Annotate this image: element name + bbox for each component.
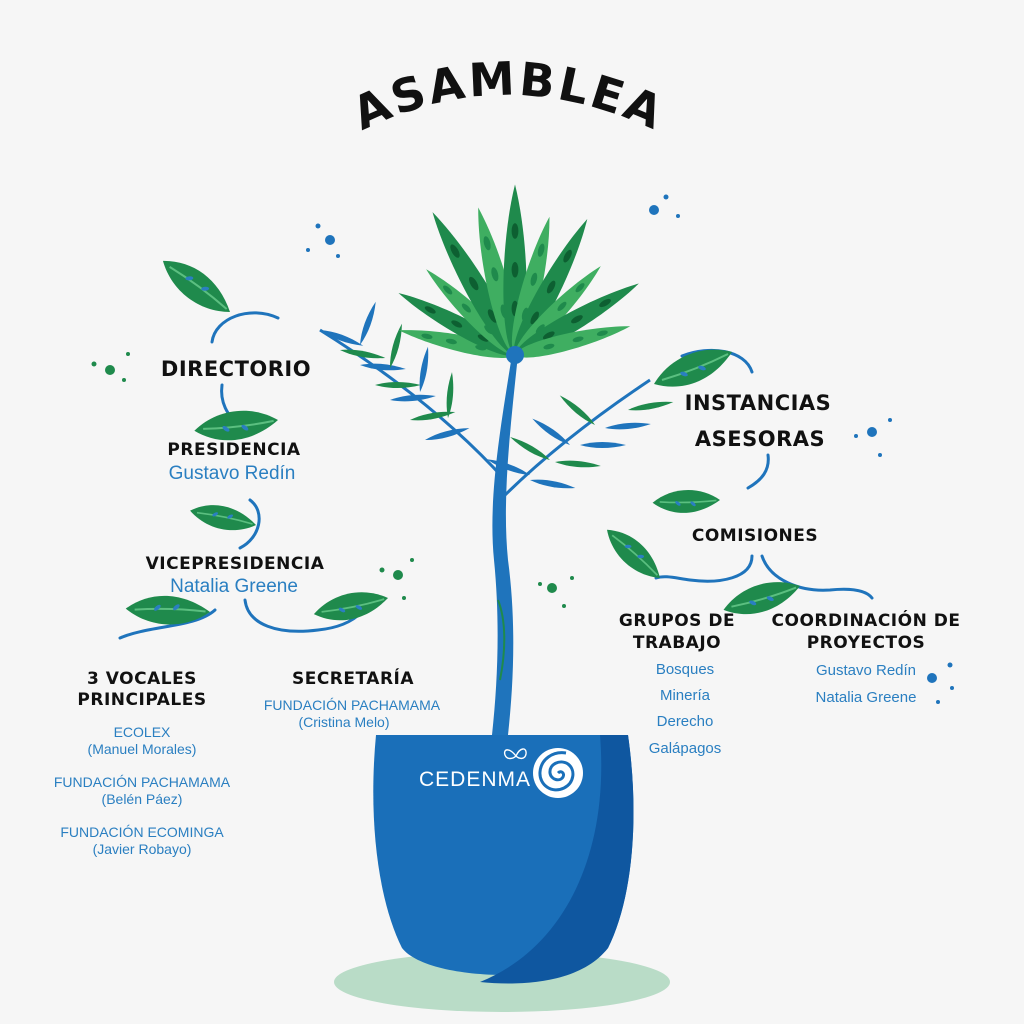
left-branch <box>318 300 507 482</box>
stem <box>492 355 518 735</box>
vocal-person: (Javier Robayo) <box>92 841 192 857</box>
grupos-label-line1: GRUPOS DE <box>618 611 736 631</box>
instancias-heading-line1: INSTANCIAS <box>684 391 832 415</box>
coordinacion-item: Natalia Greene <box>815 689 917 706</box>
crown-fan <box>394 184 644 364</box>
brand-name: CEDENMA <box>419 768 532 791</box>
butterfly-icon <box>503 748 527 760</box>
secretaria-org: FUNDACIÓN PACHAMAMA <box>263 697 441 713</box>
presidencia-label: PRESIDENCIA <box>167 440 301 460</box>
vocal-org: FUNDACIÓN ECOMINGA <box>60 824 224 840</box>
vocal-org: ECOLEX <box>113 724 171 740</box>
spiral-logo-icon <box>533 748 583 798</box>
coordinacion-label-line2: PROYECTOS <box>806 633 926 653</box>
grupo-item: Minería <box>659 687 711 704</box>
instancias-heading-line2: ASESORAS <box>694 427 826 451</box>
vocal-org: FUNDACIÓN PACHAMAMA <box>53 774 231 790</box>
vocales-label-line1: 3 VOCALES <box>87 669 197 689</box>
coordinacion-item: Gustavo Redín <box>815 662 917 679</box>
paint-dots-icon <box>91 194 954 704</box>
vicepresidencia-name: Natalia Greene <box>170 576 298 597</box>
right-branch <box>485 378 674 502</box>
vicepresidencia-label: VICEPRESIDENCIA <box>145 554 325 574</box>
vocal-person: (Belén Páez) <box>101 791 183 807</box>
secretaria-person: (Cristina Melo) <box>298 714 390 730</box>
title: ASAMBLEA <box>344 51 673 140</box>
presidencia-name: Gustavo Redín <box>168 463 296 484</box>
vocal-person: (Manuel Morales) <box>87 741 197 757</box>
grupos-label-line2: TRABAJO <box>632 633 722 653</box>
comisiones-label: COMISIONES <box>691 526 819 546</box>
vocales-label-line2: PRINCIPALES <box>77 690 207 710</box>
grupo-item: Galápagos <box>648 740 722 757</box>
secretaria-label: SECRETARÍA <box>291 669 415 689</box>
grupo-item: Bosques <box>655 661 715 678</box>
directorio-heading: DIRECTORIO <box>160 357 312 381</box>
coordinacion-label-line1: COORDINACIÓN DE <box>771 611 961 631</box>
grupo-item: Derecho <box>656 713 714 730</box>
